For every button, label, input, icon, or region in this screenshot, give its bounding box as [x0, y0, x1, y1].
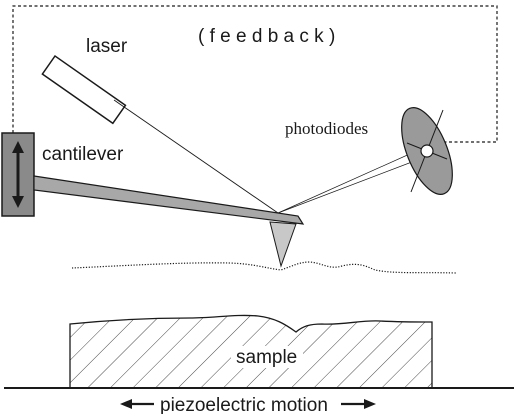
double-arrow-vertical-icon: [12, 141, 24, 208]
feedback-loop-line: [12, 5, 498, 143]
cantilever-tip: [269, 221, 297, 268]
arrow-right-icon: [341, 399, 376, 409]
cantilever-beam: [33, 175, 305, 225]
laser-label: laser: [86, 36, 128, 57]
laser-device: [41, 54, 127, 125]
piezo-motion-label: piezoelectric motion: [160, 395, 328, 414]
surface-profile: [71, 261, 457, 274]
photodiodes-label: photodiodes: [285, 119, 368, 138]
laser-beam: [113, 99, 279, 214]
sample-label-bg: [231, 346, 303, 368]
sample-label: sample: [236, 347, 297, 368]
reflected-beam: [277, 147, 426, 214]
photodiodes-detector: [401, 107, 453, 195]
arrow-left-icon: [120, 399, 154, 409]
feedback-label: ( f e e d b a c k ): [198, 26, 335, 47]
cantilever-label: cantilever: [42, 144, 124, 165]
